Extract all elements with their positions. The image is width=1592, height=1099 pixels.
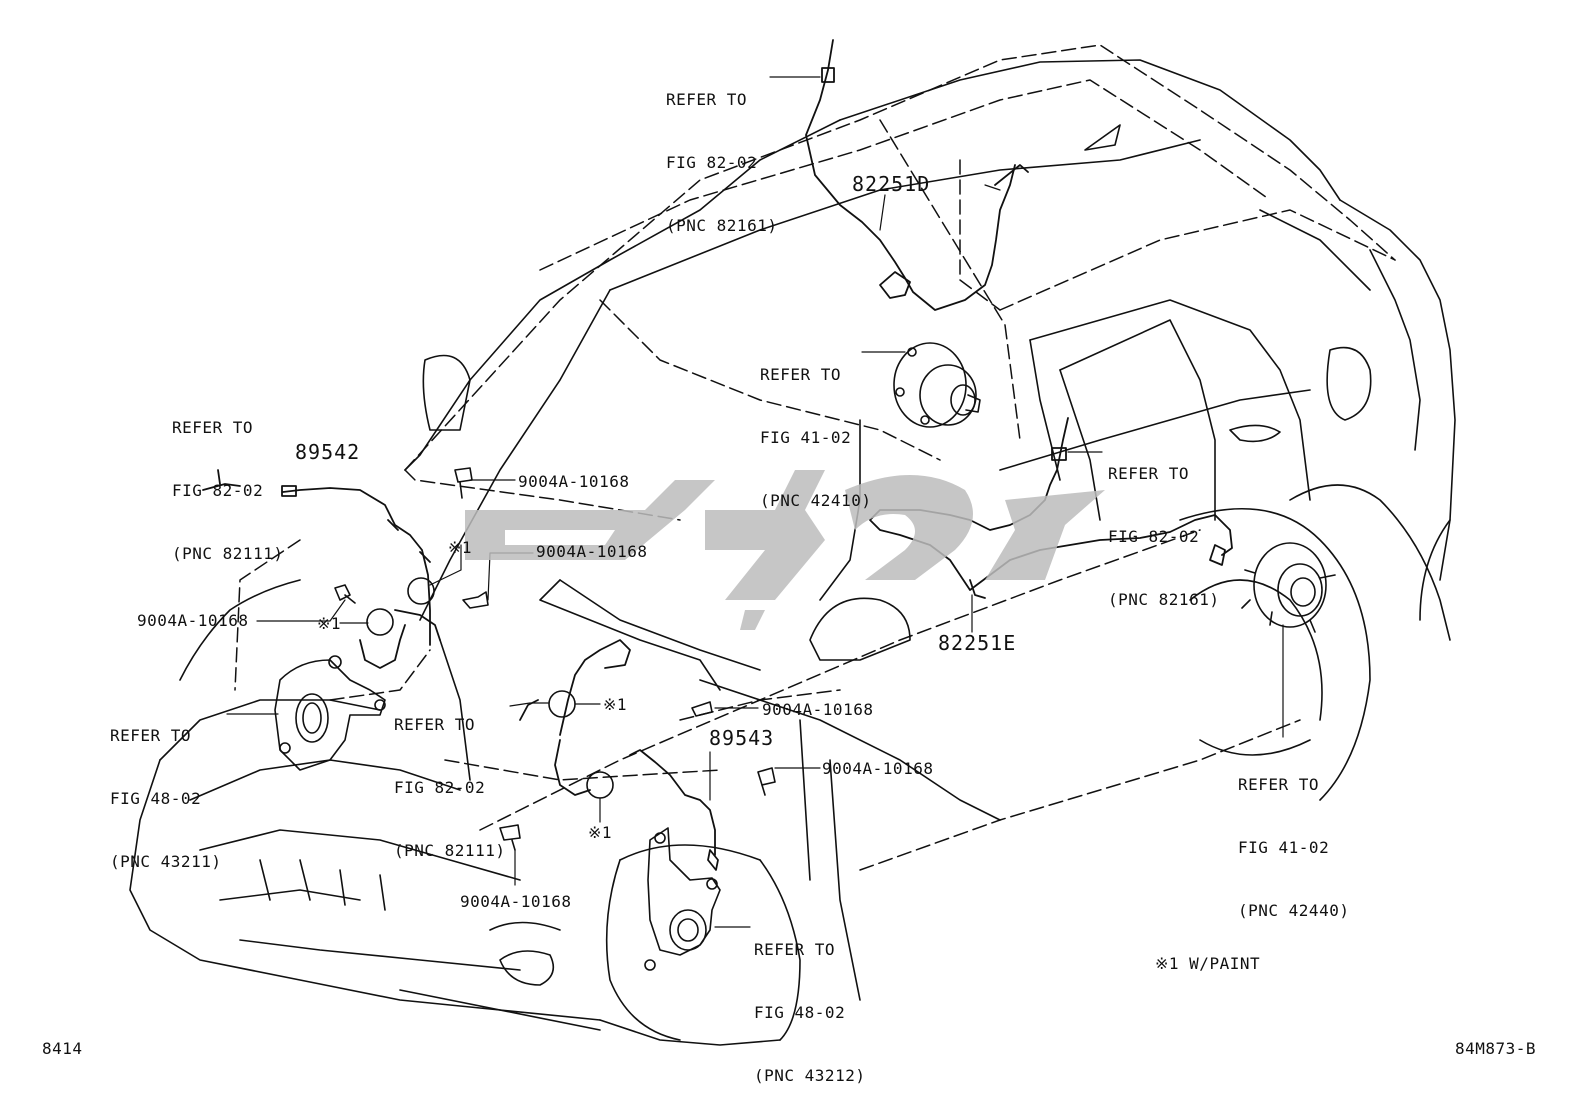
ref-fig-41-02-pnc-42440: REFER TO FIG 41-02 (PNC 42440) xyxy=(1238,732,1349,963)
ref-fig-82-02-pnc-82111-mid: REFER TO FIG 82-02 (PNC 82111) xyxy=(394,672,505,903)
ref-line: FIG 41-02 xyxy=(1238,838,1330,857)
part-number-82251d: 82251D xyxy=(852,172,931,196)
ref-line: REFER TO xyxy=(666,90,748,109)
ref-line: (PNC 42440) xyxy=(1238,901,1350,920)
ref-line: FIG 82-02 xyxy=(1108,527,1200,546)
paint-note: ※1 W/PAINT xyxy=(1155,954,1261,973)
front-right-knuckle xyxy=(644,827,721,971)
bolt-label: 9004A-10168 xyxy=(536,542,648,561)
ref-line: FIG 82-02 xyxy=(394,778,486,797)
bolt-label: 9004A-10168 xyxy=(822,759,934,778)
ref-line: (PNC 43211) xyxy=(110,852,222,871)
paint-mark: ※1 xyxy=(317,614,342,633)
ref-line: (PNC 43212) xyxy=(754,1066,866,1085)
ref-line: FIG 41-02 xyxy=(760,428,852,447)
footer-right-code: 84M873-B xyxy=(1455,1039,1537,1058)
ref-line: REFER TO xyxy=(1238,775,1320,794)
ref-line: (PNC 82111) xyxy=(172,544,284,563)
ref-line: FIG 48-02 xyxy=(110,789,202,808)
ref-line: (PNC 82161) xyxy=(666,216,778,235)
bolt-label: 9004A-10168 xyxy=(518,472,630,491)
bolt-label: 9004A-10168 xyxy=(762,700,874,719)
ref-fig-82-02-pnc-82161-top: REFER TO FIG 82-02 (PNC 82161) xyxy=(666,47,777,278)
ref-line: (PNC 82111) xyxy=(394,841,506,860)
rear-lower-hub xyxy=(1241,542,1336,633)
footer-left-code: 8414 xyxy=(42,1039,83,1058)
bolts xyxy=(334,467,776,851)
ref-line: FIG 82-02 xyxy=(172,481,264,500)
paint-mark: ※1 xyxy=(588,823,613,842)
rear-upper-hub xyxy=(893,342,981,428)
ref-line: (PNC 82161) xyxy=(1108,590,1220,609)
ref-fig-41-02-pnc-42410: REFER TO FIG 41-02 (PNC 42410) xyxy=(760,322,871,553)
part-number-89542: 89542 xyxy=(295,440,361,464)
bolt-label: 9004A-10168 xyxy=(137,611,249,630)
ref-fig-82-02-pnc-82161-right: REFER TO FIG 82-02 (PNC 82161) xyxy=(1108,421,1219,652)
ref-fig-48-02-pnc-43212: REFER TO FIG 48-02 (PNC 43212) xyxy=(754,897,865,1099)
ref-line: REFER TO xyxy=(760,365,842,384)
leader-lines xyxy=(226,76,1284,928)
ref-fig-82-02-pnc-82111-left: REFER TO FIG 82-02 (PNC 82111) xyxy=(172,375,283,606)
ref-line: REFER TO xyxy=(1108,464,1190,483)
ref-line: FIG 82-02 xyxy=(666,153,758,172)
front-left-knuckle xyxy=(274,655,386,771)
ref-line: REFER TO xyxy=(754,940,836,959)
ref-line: REFER TO xyxy=(394,715,476,734)
paint-mark: ※1 xyxy=(603,695,628,714)
ref-line: REFER TO xyxy=(110,726,192,745)
part-number-89543: 89543 xyxy=(709,726,775,750)
part-number-82251e: 82251E xyxy=(938,631,1017,655)
paint-mark: ※1 xyxy=(448,538,473,557)
ref-line: FIG 48-02 xyxy=(754,1003,846,1022)
bolt-label: 9004A-10168 xyxy=(460,892,572,911)
ref-line: REFER TO xyxy=(172,418,254,437)
ref-fig-48-02-pnc-43211: REFER TO FIG 48-02 (PNC 43211) xyxy=(110,683,221,914)
watermark-logo xyxy=(465,470,1105,630)
ref-line: (PNC 42410) xyxy=(760,491,872,510)
